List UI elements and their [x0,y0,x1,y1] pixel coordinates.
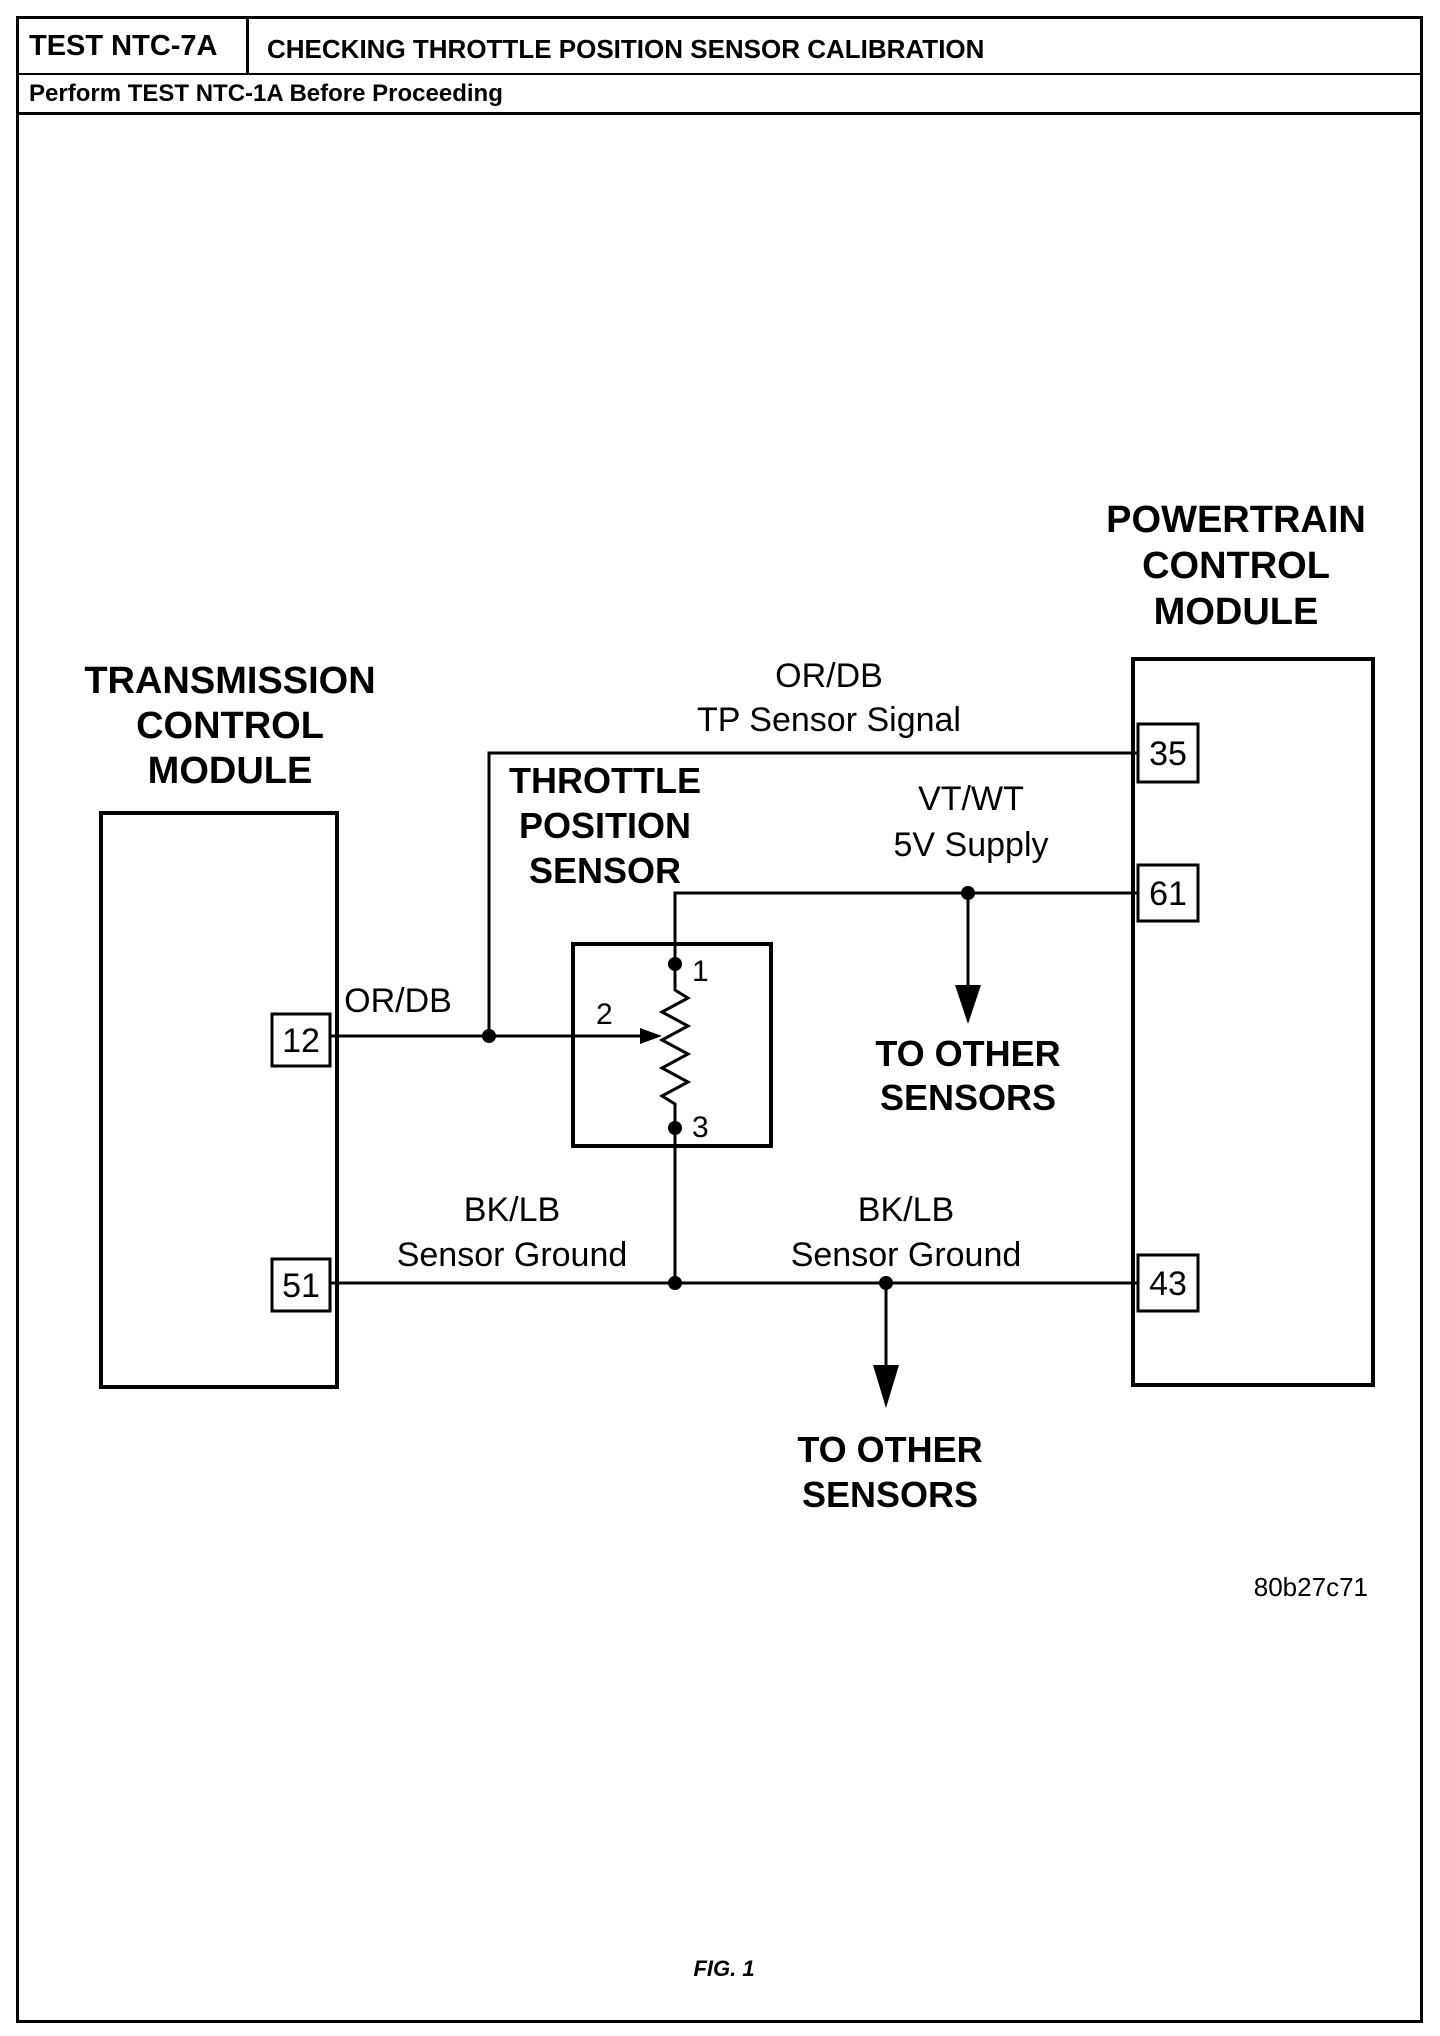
tps-title-line-1: THROTTLE [509,760,701,801]
tcm-box [99,811,339,1389]
wire-tp-signal [487,751,1138,1036]
tcm-title-line-2: CONTROL [136,705,324,747]
pcm-pin-61-box [1136,863,1200,923]
test-id: TEST NTC-7A [19,19,249,73]
ground-arrow-label-line-1: TO OTHER [797,1429,982,1470]
wire-5v-supply [673,891,1138,964]
tps-terminal-3: 3 [692,1111,709,1144]
pcm-pin-61: 61 [1149,875,1187,913]
junction-ground-tps [668,1276,682,1290]
pcm-pin-43-box [1136,1253,1200,1313]
supply-arrow-label-line-1: TO OTHER [875,1033,1060,1074]
tcm-pin-12: 12 [282,1022,320,1060]
wiper-arrow [640,1028,662,1044]
tps-box [571,942,773,1148]
figure-caption: FIG. 1 [693,1956,754,1981]
ground-right-desc: Sensor Ground [791,1236,1022,1274]
tcm-pin-12-box [270,1012,332,1068]
ground-right-color: BK/LB [858,1191,954,1229]
tps-terminal-2: 2 [596,998,613,1031]
arrow-supply-down [955,985,981,1024]
tps-resistor [658,964,692,1128]
tcm-signal-color: OR/DB [344,982,452,1020]
pcm-pin-43: 43 [1149,1265,1187,1303]
tps-terminal-3-dot [668,1121,682,1135]
tcm-pin-51: 51 [282,1267,320,1305]
pcm-title-line-3: MODULE [1154,591,1319,633]
junction-signal [482,1029,496,1043]
tcm-title-line-1: TRANSMISSION [84,660,375,702]
ground-arrow-label-line-2: SENSORS [802,1474,978,1515]
pcm-pin-35: 35 [1149,735,1187,773]
arrow-ground-down [873,1365,899,1408]
pcm-title-line-1: POWERTRAIN [1106,499,1366,541]
junction-ground-branch [879,1276,893,1290]
junction-supply [961,886,975,900]
page-frame: TEST NTC-7A CHECKING THROTTLE POSITION S… [16,16,1423,2023]
supply-color: VT/WT [918,780,1024,818]
tps-terminal-1-dot [668,957,682,971]
figure-code: 80b27c71 [1254,1572,1368,1602]
supply-arrow-label-line-2: SENSORS [880,1077,1056,1118]
prerequisite-text: Perform TEST NTC-1A Before Proceeding [29,80,503,107]
tps-terminal-1: 1 [692,955,709,988]
ground-left-desc: Sensor Ground [397,1236,628,1274]
tp-signal-desc: TP Sensor Signal [697,701,961,739]
pcm-box [1131,657,1375,1387]
tp-signal-color: OR/DB [775,657,883,695]
header-row: TEST NTC-7A CHECKING THROTTLE POSITION S… [19,19,1420,75]
ground-left-color: BK/LB [464,1191,560,1229]
tcm-title-line-3: MODULE [148,750,313,792]
tcm-pin-51-box [270,1257,332,1313]
supply-desc: 5V Supply [894,826,1049,864]
pcm-title-line-2: CONTROL [1142,545,1330,587]
pcm-pin-35-box [1136,722,1200,784]
prerequisite-row: Perform TEST NTC-1A Before Proceeding [19,75,1420,115]
tps-title-line-3: SENSOR [529,850,681,891]
tps-title-line-2: POSITION [519,805,691,846]
test-title: CHECKING THROTTLE POSITION SENSOR CALIBR… [267,34,985,64]
